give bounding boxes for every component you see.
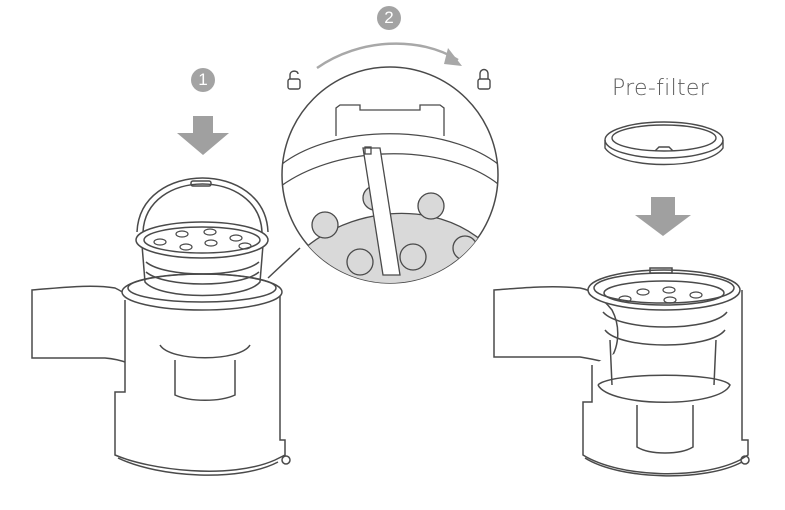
pre-filter-ring (604, 121, 724, 166)
lock-icon (477, 68, 491, 90)
down-arrow-prefilter (635, 197, 691, 236)
step-2-badge: 2 (377, 6, 401, 30)
step-1-badge: 1 (191, 68, 215, 92)
dust-cup-left (31, 177, 301, 476)
down-arrow-step1 (177, 116, 229, 155)
rotate-arrow-step2 (316, 42, 462, 70)
unlock-icon (287, 70, 301, 90)
dust-cup-right (493, 267, 750, 477)
pre-filter-label: Pre-filter (612, 76, 710, 101)
zoom-detail-circle (281, 66, 499, 284)
